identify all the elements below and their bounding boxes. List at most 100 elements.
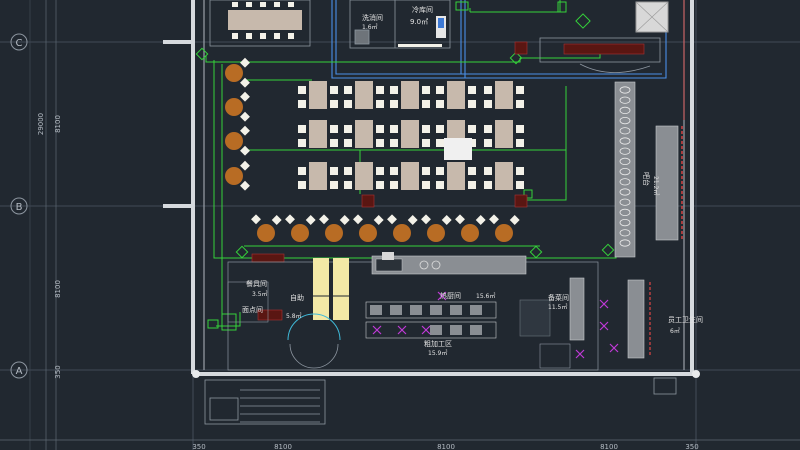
- counter-fixture: [619, 117, 631, 125]
- counter-fixture: [619, 229, 631, 237]
- dining-chair: [484, 181, 492, 189]
- bar-stool-seat: [387, 214, 397, 225]
- prep-room-area: 11.5㎡: [548, 303, 567, 311]
- bar-stool: [427, 224, 445, 242]
- counter-fixture: [619, 96, 631, 104]
- counter-fixture: [619, 137, 631, 145]
- bar-stool: [325, 224, 343, 242]
- dining-table: [309, 81, 327, 109]
- dining-chair: [422, 86, 430, 94]
- dining-chair: [436, 167, 444, 175]
- counter-fixture: [619, 106, 631, 115]
- staff-wc-area: 6㎡: [670, 327, 680, 335]
- dining-chair: [468, 86, 476, 94]
- bar-stool: [291, 224, 309, 242]
- dining-chair: [422, 181, 430, 189]
- dining-chair: [484, 86, 492, 94]
- dining-area: [298, 81, 524, 190]
- bar-stool: [495, 224, 513, 242]
- grid-label-b: B: [16, 202, 23, 213]
- counter-fixture: [619, 219, 631, 227]
- booth-chair: [240, 180, 250, 191]
- dark-accents: [251, 41, 645, 321]
- dining-chair: [390, 139, 398, 147]
- buffet-label: 自助: [290, 293, 304, 302]
- dining-table: [447, 162, 465, 190]
- dining-chair: [344, 100, 352, 108]
- pastry-area: 5.8㎡: [286, 312, 302, 320]
- grid-axis-b: B: [10, 197, 28, 215]
- dining-chair: [298, 125, 306, 133]
- dish-room-label: 餐具间: [246, 279, 267, 288]
- bar-stool: [461, 224, 479, 242]
- dining-table: [309, 120, 327, 148]
- dim-left-bottom: 350: [54, 365, 62, 378]
- bar-stool-seat: [489, 214, 499, 225]
- dining-chair: [298, 86, 306, 94]
- column-node-left: [192, 370, 200, 378]
- grid-label-c: C: [16, 38, 23, 49]
- dining-chair: [376, 181, 384, 189]
- dining-chair: [422, 100, 430, 108]
- bar-counter-seating: [251, 214, 520, 242]
- dining-chair: [330, 167, 338, 175]
- dining-chair: [484, 139, 492, 147]
- dining-chair: [390, 167, 398, 175]
- column-node-right: [692, 370, 700, 378]
- exterior-stair: [204, 377, 677, 425]
- grid-axis-c: C: [10, 33, 28, 51]
- counter-fixture: [619, 239, 631, 247]
- dim-bottom-1: 350: [192, 443, 205, 450]
- dining-chair: [484, 125, 492, 133]
- dining-chair: [484, 167, 492, 175]
- bar-stool: [393, 224, 411, 242]
- dining-chair: [298, 139, 306, 147]
- dining-table: [355, 120, 373, 148]
- dining-chair: [468, 100, 476, 108]
- dim-overall: 29000: [37, 113, 45, 135]
- dining-chair: [376, 86, 384, 94]
- dining-chair: [376, 125, 384, 133]
- bar-stool-seat: [407, 215, 418, 225]
- dining-chair: [376, 139, 384, 147]
- booth-stool: [225, 64, 243, 82]
- dining-chair: [422, 125, 430, 133]
- bar-stool-seat: [441, 215, 452, 225]
- dining-chair: [330, 139, 338, 147]
- dining-table: [309, 162, 327, 190]
- left-dimension-chain: 29000 8100 8100 350: [37, 0, 62, 450]
- processing-area: 15.9㎡: [428, 349, 447, 357]
- dining-chair: [422, 139, 430, 147]
- bar-stool-seat: [305, 215, 316, 225]
- booth-chair: [240, 57, 250, 68]
- dining-chair: [330, 100, 338, 108]
- dining-chair: [516, 139, 524, 147]
- dining-chair: [468, 181, 476, 189]
- bar-stool: [359, 224, 377, 242]
- dining-chair: [298, 181, 306, 189]
- prep-room-label: 备菜间: [548, 293, 569, 302]
- highlight-counter-left: [313, 258, 329, 320]
- dining-chair: [390, 86, 398, 94]
- banquet-chairs: [232, 2, 294, 39]
- hot-kitchen-area: 15.6㎡: [476, 292, 495, 300]
- bar-stool-seat: [319, 214, 329, 225]
- bar-stool: [257, 224, 275, 242]
- dim-left-lower: 8100: [54, 280, 62, 298]
- cold-room-area: 9.0㎡: [410, 18, 428, 26]
- booth-stool: [225, 132, 243, 150]
- dining-chair: [344, 139, 352, 147]
- dining-table: [355, 162, 373, 190]
- dining-chair: [298, 100, 306, 108]
- counter-fixture: [619, 208, 631, 216]
- booth-chair: [240, 91, 250, 102]
- dining-table: [495, 81, 513, 109]
- dining-chair: [390, 181, 398, 189]
- dining-chair: [516, 181, 524, 189]
- dim-bottom-5: 350: [685, 443, 698, 450]
- booth-chair: [240, 77, 250, 88]
- outer-walls: [163, 0, 696, 376]
- booth-stool: [225, 167, 243, 185]
- hot-kitchen-label: 热厨间: [440, 291, 461, 300]
